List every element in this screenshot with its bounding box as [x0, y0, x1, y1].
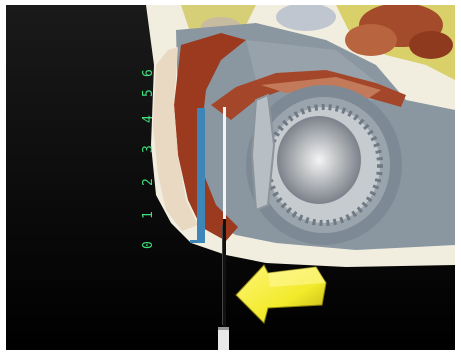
ruler-label-0: 0: [141, 241, 156, 249]
ruler-label-1: 1: [141, 211, 156, 219]
ruler-label-4: 4: [141, 115, 156, 123]
anatomy-scene: 0 1 2 3 4 5 6: [6, 5, 455, 350]
ruler-label-5: 5: [141, 89, 156, 97]
ruler-bar: [197, 108, 205, 243]
ruler-label-2: 2: [141, 178, 156, 186]
video-frame: 0 1 2 3 4 5 6: [6, 5, 455, 350]
ruler-label-6: 6: [141, 69, 156, 77]
ruler-base: [190, 240, 202, 243]
ruler-label-3: 3: [141, 145, 156, 153]
